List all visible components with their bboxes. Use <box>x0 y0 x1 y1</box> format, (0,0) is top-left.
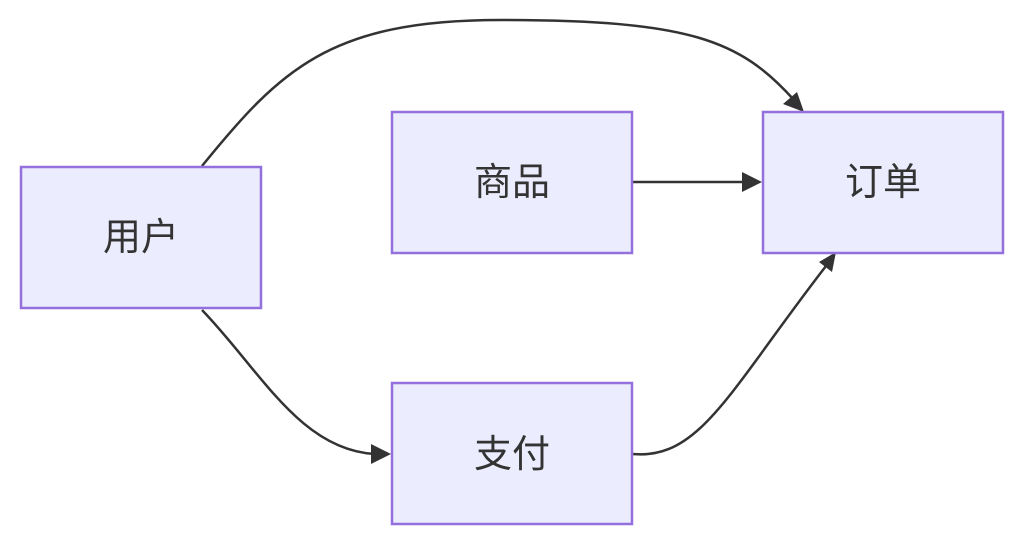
edges <box>201 18 836 464</box>
arrowhead-user-to-payment <box>371 444 391 464</box>
node-order-label: 订单 <box>845 160 921 204</box>
node-payment[interactable]: 支付 <box>390 381 634 526</box>
node-payment-label: 支付 <box>474 432 550 476</box>
node-user-box <box>19 165 263 310</box>
node-user[interactable]: 用户 <box>19 165 263 310</box>
node-user-label: 用户 <box>103 215 179 259</box>
node-order-box <box>761 110 1005 255</box>
edge-user-to-payment <box>201 309 376 456</box>
node-product-box <box>390 110 634 255</box>
node-order[interactable]: 订单 <box>761 110 1005 255</box>
edge-user-to-order <box>201 18 795 167</box>
node-product-label: 商品 <box>474 160 550 204</box>
edge-payment-to-order <box>632 265 827 456</box>
node-product[interactable]: 商品 <box>390 110 634 255</box>
arrowhead-user-to-order <box>783 92 804 112</box>
arrowhead-payment-to-order <box>819 252 836 272</box>
arrowhead-product-to-order <box>742 172 762 192</box>
node-payment-box <box>390 381 634 526</box>
